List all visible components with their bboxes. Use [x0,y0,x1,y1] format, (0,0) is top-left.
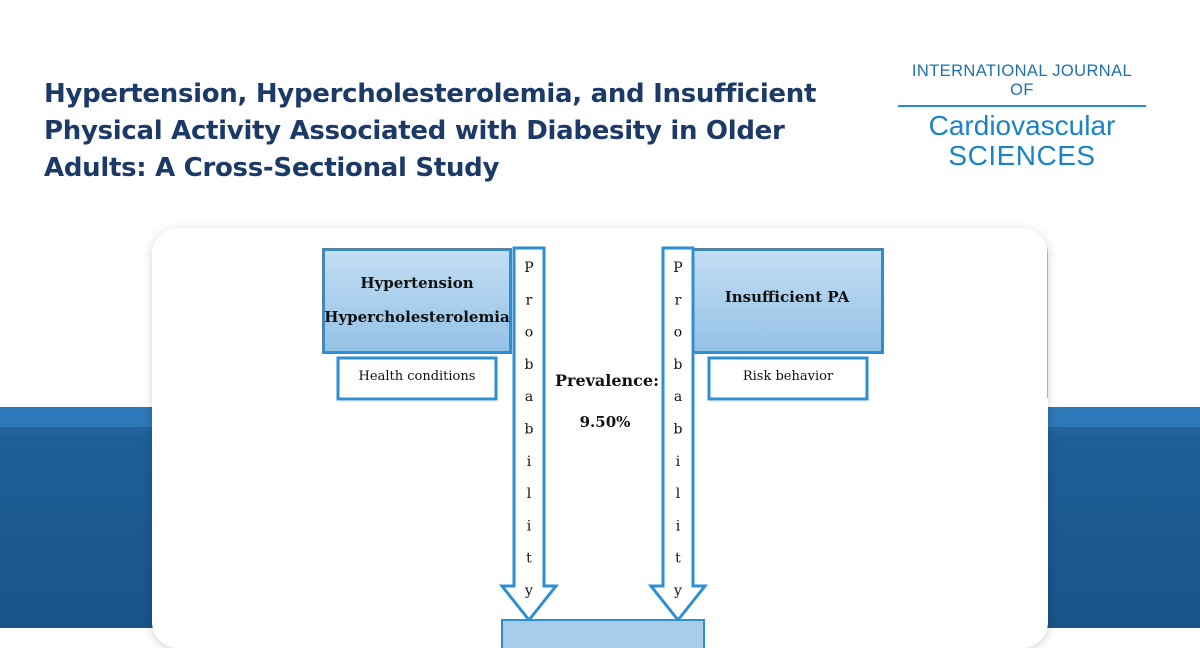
left-label-text: Health conditions [359,369,476,384]
journal-top-line: INTERNATIONAL JOURNAL OF [911,62,1133,99]
arrow-letter: i [527,454,532,470]
arrow-letter: r [675,292,682,308]
arrow-letter: t [675,551,681,567]
arrow-letter: i [527,518,532,534]
journal-name-line1: Cardiovascular [928,110,1116,141]
arrow-letter: y [673,583,682,599]
arrow-letter: P [673,260,682,276]
arrow-letter: b [674,422,683,438]
arrow-letter: b [525,422,534,438]
arrow-letter: t [526,551,532,567]
arrow-letter: P [524,260,533,276]
arrow-letter: i [676,518,681,534]
arrow-letter: b [674,357,683,373]
arrow-letter: o [525,325,533,341]
journal-logo: INTERNATIONAL JOURNAL OF Cardiovascular … [898,62,1146,171]
arrow-letter: b [525,357,534,373]
card-edge-line [1047,228,1048,398]
figure-card: Hypertension Hypercholesterolemia Health… [152,228,1048,648]
arrow-letter: l [527,486,532,502]
journal-name-line2: SCIENCES [948,140,1096,171]
arrow-letter: a [674,389,682,405]
right-box-text: Insufficient PA [725,288,850,306]
left-label-box: Health conditions [336,356,498,401]
left-condition-box: Hypertension Hypercholesterolemia [322,248,512,354]
prevalence-value: 9.50% [580,413,631,431]
article-title: Hypertension, Hypercholesterolemia, and … [44,79,817,183]
left-box-line2: Hypercholesterolemia [324,308,510,326]
prevalence-title: Prevalence: [555,371,659,390]
journal-rule [898,105,1146,107]
arrow-letter: r [526,292,533,308]
right-label-text: Risk behavior [743,369,834,384]
arrow-letter: y [524,583,533,599]
arrow-letter: i [676,454,681,470]
figure-diagram: Hypertension Hypercholesterolemia Health… [322,246,884,648]
arrow-letter: a [525,389,533,405]
result-box [501,619,705,648]
right-behavior-box: Insufficient PA [690,248,884,354]
right-label-box: Risk behavior [707,356,869,401]
arrow-letter: o [674,325,682,341]
arrow-letter: l [676,486,681,502]
left-box-line1: Hypertension [360,274,473,292]
